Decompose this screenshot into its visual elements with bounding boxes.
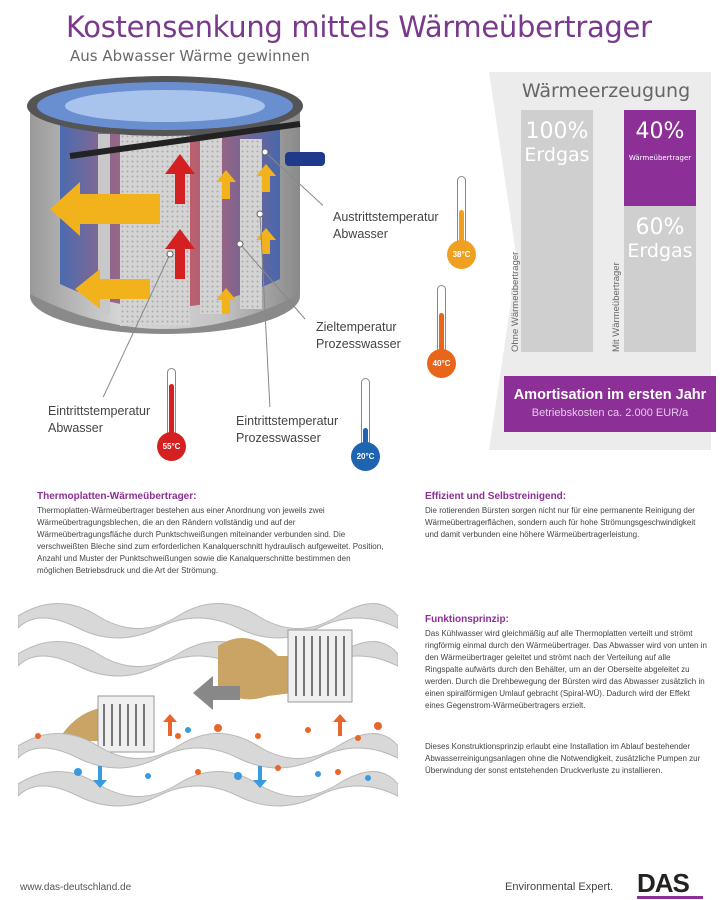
callout-label: Austrittstemperatur [333, 210, 439, 224]
down-arrow-icon [253, 766, 267, 788]
plate-wave [18, 771, 398, 807]
amortisation-banner: Amortisation im ersten Jahr Betriebskost… [504, 376, 716, 432]
page-subtitle: Aus Abwasser Wärme gewinnen [70, 47, 310, 65]
section-text: Dieses Konstruktionsprinzip erlaubt eine… [425, 742, 701, 775]
temp-value: 38°C [447, 240, 476, 269]
amortisation-title: Amortisation im ersten Jahr [513, 387, 707, 403]
callout-austrittstemperatur: Austrittstemperatur Abwasser [323, 203, 443, 249]
up-arrow-icon [333, 714, 347, 736]
bar-gas-share: 60% Erdgas [624, 206, 696, 352]
callout-label: Eintrittstemperatur [48, 404, 151, 418]
callout-label: Prozesswasser [236, 431, 321, 445]
flow-arrow [165, 154, 195, 204]
callout-label: Zieltemperatur [316, 320, 397, 334]
flow-arrow [256, 164, 276, 192]
flow-arrow [50, 182, 160, 236]
callout-eintritt-prozesswasser: Eintrittstemperatur Prozesswasser [226, 407, 350, 453]
footer-url[interactable]: www.das-deutschland.de [20, 882, 132, 893]
direction-arrow-icon [193, 676, 240, 710]
section-heading: Effizient und Selbstreinigend: [425, 491, 567, 502]
flow-arrow [216, 288, 236, 314]
bar-percent: 60% [635, 215, 685, 240]
flow-arrow [216, 170, 236, 199]
plate-wave [18, 603, 398, 639]
page-title: Kostensenkung mittels Wärmeübertrager [66, 10, 652, 44]
down-arrow-icon [93, 766, 107, 788]
bar-label: Erdgas [524, 144, 590, 166]
section-heading: Funktionsprinzip: [425, 614, 509, 625]
bar-axis-label: Mit Wärmeübertrager [611, 262, 622, 352]
callout-label: Eintrittstemperatur [236, 414, 339, 428]
footer-tagline: Environmental Expert. [505, 881, 614, 893]
section-heading: Thermoplatten-Wärmeübertrager: [37, 491, 197, 502]
temp-value: 20°C [351, 442, 380, 471]
warm-particles [35, 722, 382, 775]
bar-axis-label: Ohne Wärmeübertrager [510, 251, 521, 352]
callout-label: Prozesswasser [316, 337, 401, 351]
brush-icon [97, 695, 155, 753]
plate-wave [18, 733, 398, 769]
das-logo: DAS [637, 868, 690, 898]
section-text: Thermoplatten-Wärmeübertrager bestehen a… [37, 506, 384, 575]
leader-line [259, 213, 271, 410]
callout-label: Abwasser [333, 227, 388, 241]
bar-exchanger-share: 40% Wärmeübertrager [624, 110, 696, 206]
temp-value: 55°C [157, 432, 186, 461]
logo-underline [637, 896, 703, 899]
bar-label: Wärmeübertrager [628, 154, 692, 162]
bar-label: Erdgas [627, 240, 693, 262]
flow-arrow [75, 269, 150, 309]
thermo-plate [240, 139, 262, 309]
callout-zieltemperatur: Zieltemperatur Prozesswasser [306, 313, 430, 359]
brush-flow-illustration [18, 603, 398, 807]
callout-eintritt-abwasser: Eintrittstemperatur Abwasser [38, 397, 156, 443]
amortisation-subtitle: Betriebskosten ca. 2.000 EUR/a [531, 407, 689, 419]
section-text: Die rotierenden Bürsten sorgen nicht nur… [425, 506, 696, 539]
leader-line [239, 243, 306, 320]
bar-percent: 100% [525, 119, 589, 144]
cool-particles [74, 727, 371, 781]
heat-exchanger-illustration [27, 76, 331, 410]
heat-panel-title: Wärmeerzeugung [521, 80, 691, 102]
brush-arm [69, 121, 301, 159]
leader-line [99, 253, 171, 405]
temp-value: 40°C [427, 349, 456, 378]
leader-line [264, 151, 331, 213]
flow-arrow [165, 229, 195, 279]
outlet-pipe [285, 152, 325, 166]
up-arrow-icon [163, 714, 177, 736]
section-text: Das Kühlwasser wird gleichmäßig auf alle… [425, 629, 707, 710]
bar-without-exchanger: 100% Erdgas [521, 110, 593, 352]
thermo-plate [200, 134, 222, 314]
bar-percent: 40% [635, 119, 685, 144]
callout-label: Abwasser [48, 421, 103, 435]
